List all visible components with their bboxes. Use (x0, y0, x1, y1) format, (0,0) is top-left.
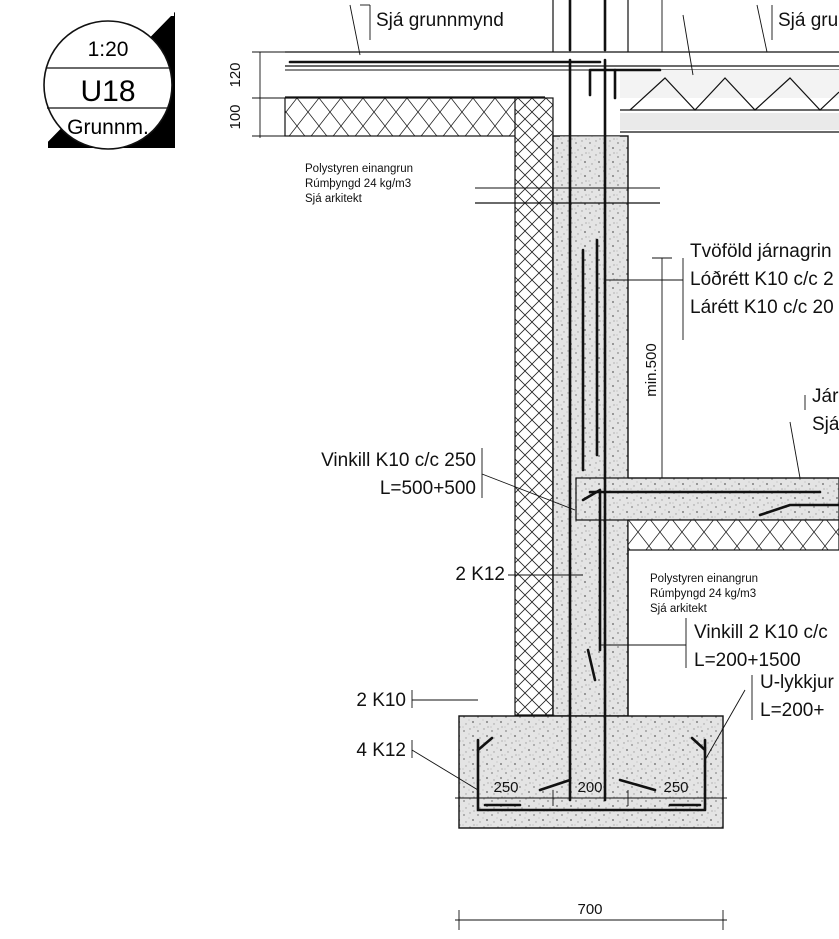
tag-scale: 1:20 (88, 38, 129, 61)
tag-circle (43, 20, 173, 150)
top-ref-right-label: Sjá gru (778, 10, 838, 31)
detail-tag: 1:20 U18 Grunnm. (40, 8, 175, 150)
svg-text:L=200+1500: L=200+1500 (694, 650, 801, 671)
left-dimensions: 120 100 (227, 51, 290, 138)
ground-slab (575, 477, 839, 521)
footing-bottom-bars-note: 4 K12 (356, 740, 479, 791)
svg-text:Lárétt K10 c/c 20: Lárétt K10 c/c 20 (690, 297, 834, 318)
svg-text:Rúmþyngd 24 kg/m3: Rúmþyngd 24 kg/m3 (650, 588, 756, 600)
tag-reference: Grunnm. (67, 116, 149, 139)
svg-text:L=200+: L=200+ (760, 700, 824, 721)
footing-rebar (476, 736, 707, 812)
slab-insulation (627, 519, 839, 551)
vinkill-2-note: Vinkill 2 K10 c/c L=200+1500 (600, 618, 828, 671)
vinkill-1-note: Vinkill K10 c/c 250 L=500+500 (321, 448, 576, 511)
footing-dimensions: 250 200 250 700 (455, 779, 727, 930)
insulation-1-note: Polystyren einangrun Rúmþyngd 24 kg/m3 S… (305, 163, 413, 205)
svg-text:Sjá arkitekt: Sjá arkitekt (305, 193, 363, 205)
top-ref-left-label: Sjá grunnmynd (376, 10, 504, 31)
svg-text:Sjá: Sjá (812, 414, 839, 435)
svg-text:Vinkill 2 K10 c/c: Vinkill 2 K10 c/c (694, 622, 828, 643)
u-bar-note: U-lykkjur L=200+ (704, 672, 835, 761)
insulation-2-note: Polystyren einangrun Rúmþyngd 24 kg/m3 S… (650, 573, 758, 615)
svg-text:Polystyren einangrun: Polystyren einangrun (650, 573, 758, 585)
svg-text:Jár: Jár (812, 386, 839, 407)
svg-text:Lóðrétt K10 c/c 2: Lóðrétt K10 c/c 2 (690, 269, 834, 290)
dim-200: 200 (577, 779, 602, 796)
svg-text:2 K12: 2 K12 (455, 564, 505, 585)
svg-text:Rúmþyngd 24 kg/m3: Rúmþyngd 24 kg/m3 (305, 178, 411, 190)
wall-insulation (514, 97, 554, 716)
footing-top-bars-note: 2 K10 (356, 690, 478, 711)
tag-code: U18 (80, 75, 135, 108)
svg-text:Vinkill K10 c/c 250: Vinkill K10 c/c 250 (321, 450, 476, 471)
rebar-note: Tvöföld járnagrin Lóðrétt K10 c/c 2 Láré… (605, 241, 834, 340)
upper-insulation (284, 97, 546, 137)
svg-text:min.500: min.500 (643, 343, 660, 396)
dim-100: 100 (227, 104, 244, 129)
bar-2k12-note: 2 K12 (455, 564, 583, 585)
slab-ref-note: Jár Sjá (789, 386, 839, 479)
svg-text:U-lykkjur: U-lykkjur (760, 672, 835, 693)
wall-rebar (568, 58, 617, 802)
svg-text:L=500+500: L=500+500 (380, 478, 476, 499)
dim-250-left: 250 (493, 779, 518, 796)
truss-zigzag (629, 77, 839, 111)
min-dimension: min.500 (643, 257, 672, 478)
top-ref-left: Sjá grunnmynd (349, 4, 504, 56)
dim-120: 120 (227, 62, 244, 87)
upper-slab (285, 51, 839, 133)
svg-text:Tvöföld járnagrin: Tvöföld járnagrin (690, 241, 832, 262)
svg-text:4 K12: 4 K12 (356, 740, 406, 761)
dim-250-right: 250 (663, 779, 688, 796)
svg-text:2 K10: 2 K10 (356, 690, 406, 711)
dim-700: 700 (577, 901, 602, 918)
svg-text:Sjá arkitekt: Sjá arkitekt (650, 603, 708, 615)
top-ref-right: Sjá gru (756, 4, 838, 53)
svg-text:Polystyren einangrun: Polystyren einangrun (305, 163, 413, 175)
